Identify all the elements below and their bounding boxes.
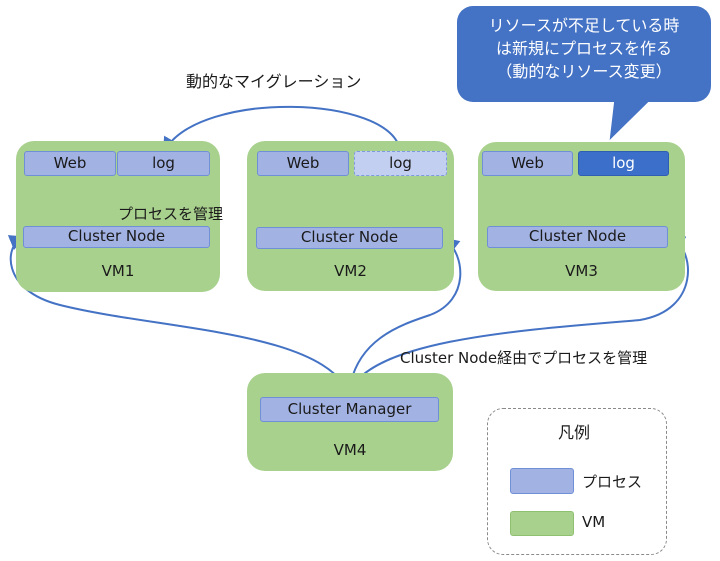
link-manager-node1 <box>7 235 350 394</box>
legend-process-label: プロセス <box>582 473 643 491</box>
callout-line-1: リソースが不足している時 <box>488 16 680 35</box>
vm3-log-process-new: log <box>578 151 669 176</box>
vm4-label: VM4 <box>333 441 367 459</box>
legend-vm-label: VM <box>582 513 606 531</box>
vm2-web-process: Web <box>257 151 349 176</box>
vm3-label: VM3 <box>565 262 598 280</box>
vm2-log-process-migrated: log <box>354 151 447 176</box>
link-manager-node3 <box>348 236 689 394</box>
vm4-cluster-manager: Cluster Manager <box>260 397 439 422</box>
vm3-cluster-node: Cluster Node <box>487 226 668 248</box>
legend <box>487 408 667 555</box>
vm4-box <box>247 373 453 471</box>
vm1-log-process: log <box>117 151 210 176</box>
vm1-web-process: Web <box>24 151 116 176</box>
vm2-label: VM2 <box>334 262 367 280</box>
callout-line-3: （動的なリソース変更） <box>496 62 672 81</box>
link-manager-node2 <box>348 237 462 394</box>
migration-arrow <box>162 105 401 154</box>
vm1-cluster-node: Cluster Node <box>23 226 210 248</box>
manage-process-label: プロセスを管理 <box>118 205 224 223</box>
legend-title: 凡例 <box>558 423 591 442</box>
via-cluster-node-label: Cluster Node経由でプロセスを管理 <box>400 349 648 367</box>
callout-line-2: は新規にプロセスを作る <box>495 39 672 58</box>
resource-shortage-callout: リソースが不足している時 は新規にプロセスを作る （動的なリソース変更） <box>457 6 711 102</box>
vm3-web-process: Web <box>482 151 573 176</box>
migration-label: 動的なマイグレーション <box>186 72 362 91</box>
vm2-cluster-node: Cluster Node <box>256 227 443 249</box>
vm1-label: VM1 <box>101 262 135 280</box>
legend-vm-swatch <box>510 511 574 536</box>
legend-process-swatch <box>510 468 574 494</box>
